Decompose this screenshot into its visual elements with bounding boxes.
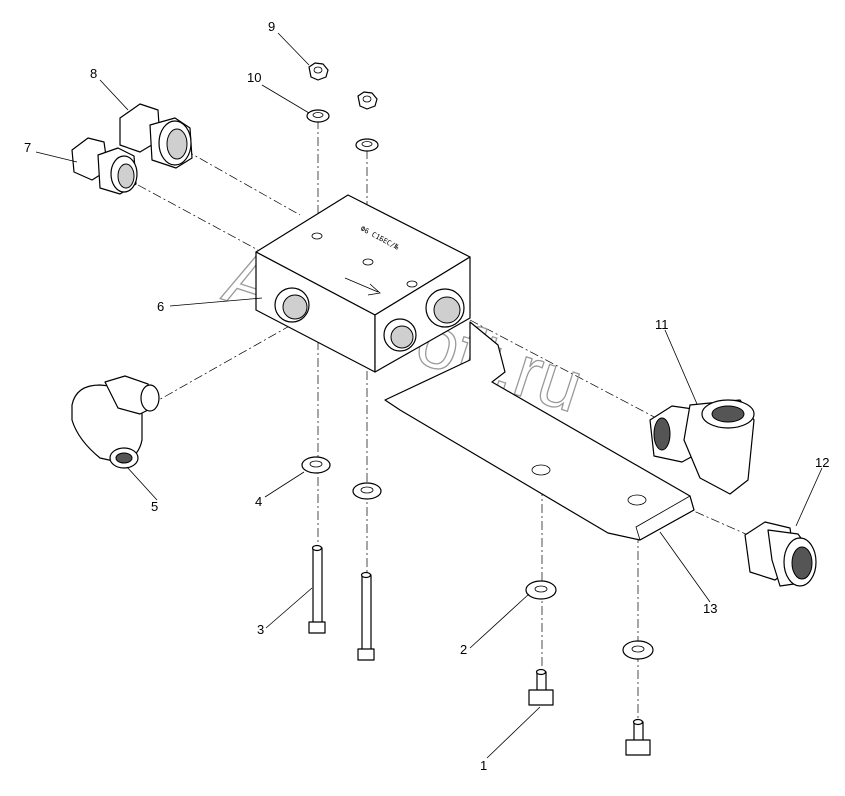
washer-upper — [306, 109, 330, 123]
callout-8: 8 — [90, 66, 97, 81]
bracket-washer-secondary — [622, 640, 654, 660]
callout-7: 7 — [24, 140, 31, 155]
distribution-block: Ф6 С1БЕС/№ — [255, 194, 471, 373]
nut-secondary — [357, 91, 378, 110]
callout-labels: 1 2 3 4 5 6 7 8 9 10 11 12 13 — [24, 19, 829, 773]
callout-13: 13 — [703, 601, 717, 616]
long-bolt — [308, 544, 326, 634]
leader-lines — [35, 32, 823, 759]
washer-upper-secondary — [355, 138, 379, 152]
straight-fitting-large — [119, 103, 193, 169]
washer-lower-secondary — [352, 482, 382, 500]
long-bolt-secondary — [357, 571, 375, 661]
callout-1: 1 — [480, 758, 487, 773]
callout-5: 5 — [151, 499, 158, 514]
straight-fitting-small — [71, 137, 138, 195]
elbow-fitting — [71, 375, 160, 469]
bracket-plate — [384, 321, 695, 541]
callout-3: 3 — [257, 622, 264, 637]
callout-12: 12 — [815, 455, 829, 470]
short-bolt — [528, 668, 554, 706]
bracket-washer — [525, 580, 557, 600]
callout-11: 11 — [655, 317, 669, 332]
short-bolt-secondary — [625, 718, 651, 756]
straight-adapter — [744, 521, 817, 587]
nut — [308, 62, 329, 81]
callout-6: 6 — [157, 299, 164, 314]
elbow-fitting-right — [649, 399, 755, 495]
callout-4: 4 — [255, 494, 262, 509]
callout-9: 9 — [268, 19, 275, 34]
callout-2: 2 — [460, 642, 467, 657]
callout-10: 10 — [247, 70, 261, 85]
washer-lower — [301, 456, 331, 474]
